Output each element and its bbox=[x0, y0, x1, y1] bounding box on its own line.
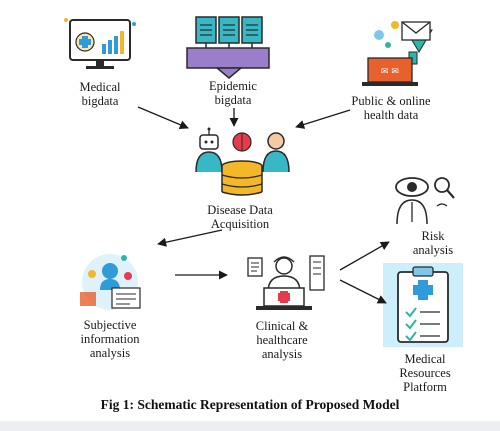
arrow-acquisition-to-subjective bbox=[157, 229, 223, 247]
label-epidemic-bigdata: Epidemic bigdata bbox=[209, 79, 257, 107]
people-database-icon bbox=[195, 127, 290, 196]
doctor-computer-icon bbox=[247, 255, 325, 310]
arrow-clinical-to-resources bbox=[339, 279, 387, 304]
label-public-online-health-data: Public & online health data bbox=[351, 94, 431, 122]
monitor-chart-icon bbox=[64, 18, 136, 69]
arrow-clinical-to-risk bbox=[339, 241, 390, 271]
doctor-network-icon bbox=[80, 254, 141, 310]
email-funnel-icon: ✉ ✉ bbox=[362, 21, 433, 86]
figure-caption: Fig 1: Schematic Representation of Propo… bbox=[100, 397, 400, 412]
label-subjective-information-analysis: Subjective information analysis bbox=[80, 318, 140, 360]
svg-text:✉ ✉: ✉ ✉ bbox=[381, 67, 399, 77]
label-medical-resources-platform: Medical Resources Platform bbox=[399, 352, 451, 394]
documents-icon bbox=[186, 16, 270, 79]
page-divider bbox=[0, 421, 500, 431]
label-medical-bigdata: Medical bigdata bbox=[79, 80, 121, 108]
arrow-public-to-acquisition bbox=[295, 109, 351, 129]
arrow-medical-to-acquisition bbox=[137, 106, 189, 130]
label-risk-analysis: Risk analysis bbox=[412, 229, 454, 257]
label-clinical-healthcare-analysis: Clinical & healthcare analysis bbox=[255, 319, 309, 361]
label-disease-data-acquisition: Disease Data Acquisition bbox=[207, 203, 273, 231]
eye-magnifier-icon bbox=[395, 177, 455, 225]
clipboard-checklist-icon bbox=[383, 263, 463, 347]
